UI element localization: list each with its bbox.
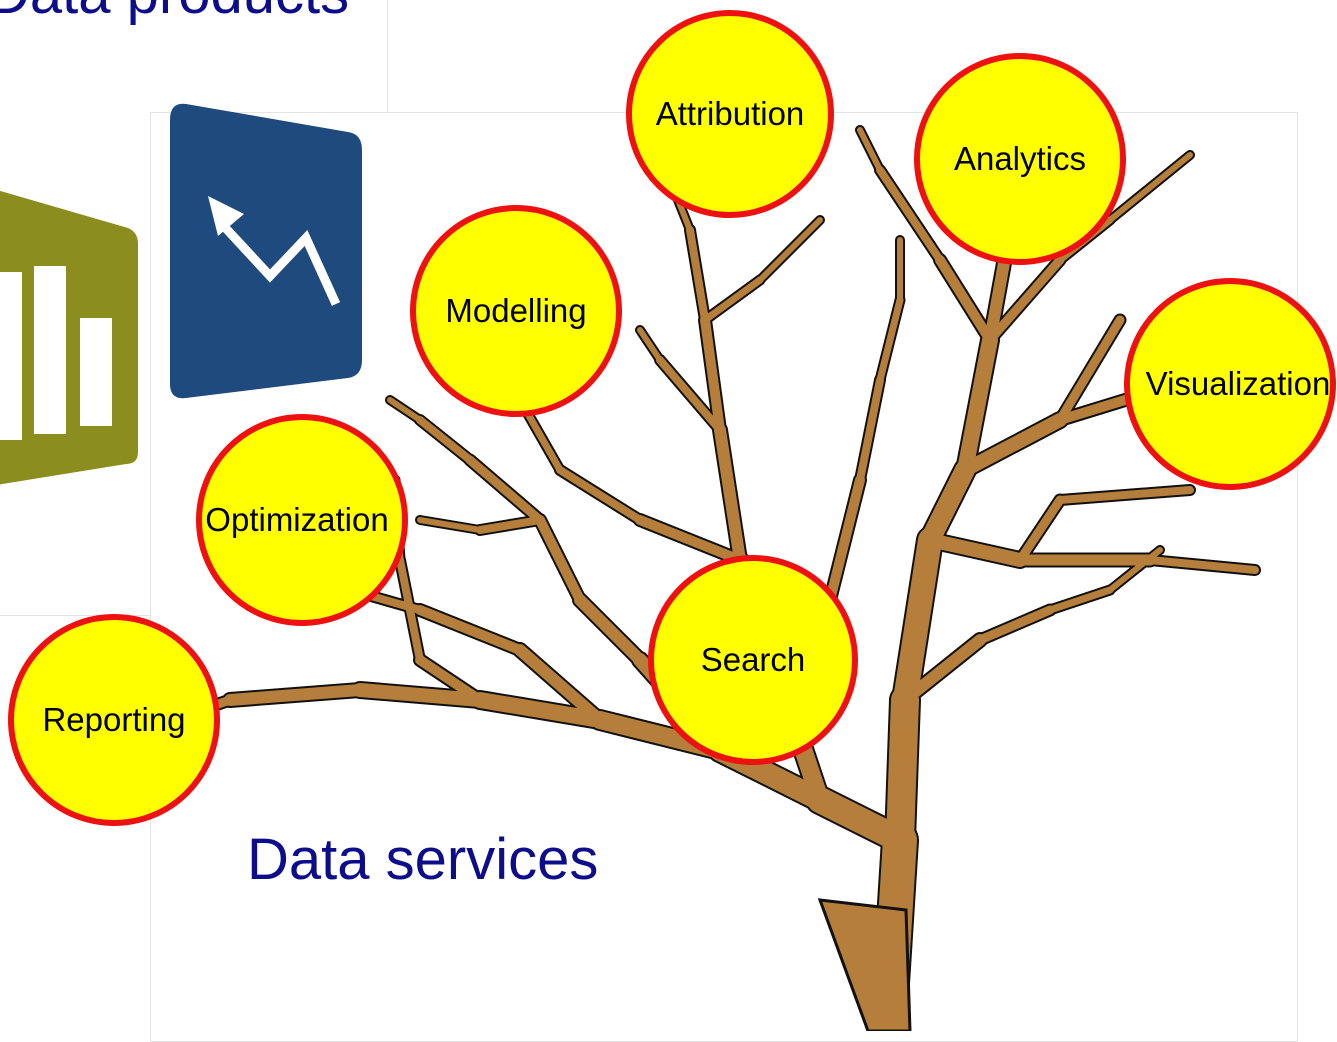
branch	[1107, 152, 1193, 223]
branch	[465, 455, 545, 525]
branch	[635, 515, 745, 565]
attribution-label: Attribution	[655, 95, 805, 132]
branch	[353, 683, 487, 707]
branch	[876, 296, 904, 384]
branch	[701, 276, 764, 324]
branch	[1056, 486, 1194, 504]
branch	[757, 217, 823, 283]
reporting-bubble: Reporting	[8, 614, 220, 826]
analytics-label: Analytics	[953, 140, 1087, 177]
branch	[714, 424, 746, 566]
branch	[700, 315, 725, 435]
bar-chart-icon	[0, 190, 138, 485]
branch	[416, 416, 474, 464]
branch	[1146, 556, 1259, 574]
branch	[417, 517, 483, 533]
search-label: Search	[700, 641, 806, 678]
tree-trunk	[817, 898, 912, 1031]
branch	[807, 787, 913, 853]
branch	[1055, 315, 1125, 425]
modelling-bubble: Modelling	[410, 205, 622, 417]
branch	[476, 516, 544, 534]
branch	[415, 605, 525, 655]
analytics-bubble: Analytics	[914, 53, 1126, 265]
reporting-label: Reporting	[42, 701, 186, 738]
search-bubble: Search	[648, 555, 858, 765]
branch	[899, 634, 986, 706]
branch	[637, 327, 663, 363]
visualization-bubble: Visualization	[1124, 278, 1336, 490]
branch	[923, 533, 1027, 567]
branch	[825, 475, 865, 605]
branch	[224, 684, 366, 706]
branch	[893, 528, 942, 712]
branch	[396, 556, 424, 664]
branch	[1015, 495, 1065, 565]
branch	[686, 226, 709, 324]
branch	[958, 413, 1067, 477]
branch	[556, 466, 644, 524]
branch	[886, 686, 919, 854]
branch	[1107, 547, 1163, 593]
optimization-label: Optimization	[205, 501, 389, 538]
visualization-label: Visualization	[1145, 365, 1331, 402]
branch	[920, 460, 975, 550]
optimization-bubble: Optimization	[196, 414, 408, 626]
modelling-label: Modelling	[445, 292, 587, 329]
branch	[574, 594, 646, 666]
attribution-bubble: Attribution	[626, 10, 834, 218]
branch	[985, 255, 1065, 345]
branch	[1046, 586, 1114, 614]
branch	[656, 356, 724, 434]
branch	[857, 127, 883, 173]
branch	[472, 692, 608, 728]
trend-arrow-icon	[170, 103, 362, 399]
branch	[876, 166, 944, 264]
branch	[935, 255, 995, 345]
data-services-heading: Data services	[247, 827, 599, 892]
branch	[387, 397, 423, 423]
branch	[957, 332, 998, 478]
branch	[975, 605, 1055, 645]
data-products-heading: Data products	[0, 0, 349, 27]
branch	[415, 655, 485, 705]
branch	[535, 515, 585, 605]
branch	[514, 644, 606, 726]
branch	[856, 376, 884, 484]
